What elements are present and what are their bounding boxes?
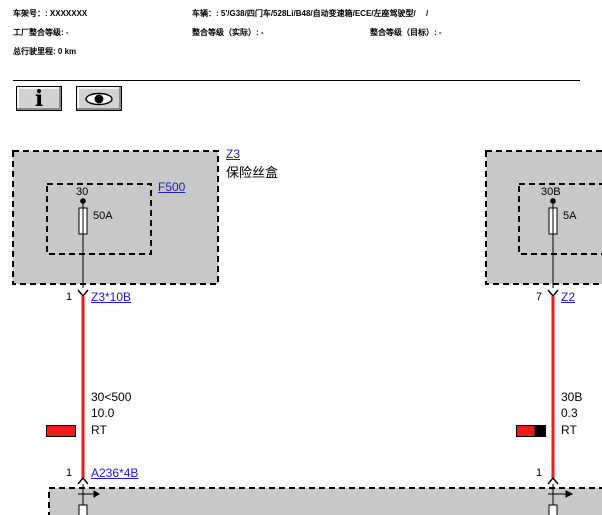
connector-chevron-top-left <box>77 289 89 298</box>
vin-row: 车架号：: XXXXXXX <box>13 8 87 19</box>
mileage-value: 0 km <box>57 47 77 56</box>
module-box-bottom <box>48 487 602 515</box>
module-name-left: 保险丝盒 <box>226 165 279 180</box>
factory-level-value: - <box>65 28 69 37</box>
connector-chevron-bottom-right <box>547 476 559 485</box>
fuse-link-f500[interactable]: F500 <box>158 180 186 194</box>
fuse-rating-left: 50A <box>93 210 113 222</box>
vin-label: 车架号：: <box>13 9 48 18</box>
vehicle-value: 5'/G38/四门车/528Li/B48/自动变速箱/ECE/左座驾驶型/ <box>220 9 416 18</box>
connector-chevron-top-right <box>547 289 559 298</box>
pin-top-left: 1 <box>66 291 73 303</box>
eye-icon <box>85 92 113 105</box>
connector-chevron-bottom-left <box>77 476 89 485</box>
pin-top-right: 7 <box>536 291 543 303</box>
wire-size-left: 10.0 <box>91 406 115 420</box>
view-button[interactable] <box>76 86 122 111</box>
fuse-slot-left: 30 <box>76 186 89 198</box>
wire-length-left: 30<500 <box>91 390 132 404</box>
fuse-box-left <box>46 183 152 255</box>
vin-value: XXXXXXX <box>49 9 88 18</box>
info-button[interactable]: i <box>16 86 62 111</box>
mileage-label: 总行驶里程: <box>13 47 56 56</box>
connector-link-top-left[interactable]: Z3*10B <box>91 290 132 304</box>
fuse-box-right <box>518 183 602 255</box>
target-level-label: 整合等级（目标）: <box>370 28 437 37</box>
wire-color-right: RT <box>561 423 577 437</box>
actual-level-value: - <box>260 28 264 37</box>
wire-size-right: 0.3 <box>561 406 578 420</box>
actual-level-row: 整合等级（实际）: - <box>192 27 264 38</box>
header-divider <box>13 80 580 81</box>
vehicle-row: 车辆：: 5'/G38/四门车/528Li/B48/自动变速箱/ECE/左座驾驶… <box>192 8 428 19</box>
wire-color-left: RT <box>91 423 107 437</box>
wire-length-right: 30B <box>561 390 583 404</box>
factory-level-label: 工厂整合等级: <box>13 28 64 37</box>
mileage-row: 总行驶里程: 0 km <box>13 46 76 57</box>
vehicle-label: 车辆：: <box>192 9 219 18</box>
target-level-row: 整合等级（目标）: - <box>370 27 442 38</box>
pin-bottom-right: 1 <box>536 467 543 479</box>
fuse-slot-right: 30B <box>541 186 561 198</box>
target-level-value: - <box>438 28 442 37</box>
fuse-rating-right: 5A <box>563 210 577 222</box>
actual-level-label: 整合等级（实际）: <box>192 28 259 37</box>
vehicle-separator: / <box>425 9 429 18</box>
wire-color-chip-left <box>46 425 76 437</box>
module-link-z3[interactable]: Z3 <box>226 147 241 161</box>
connector-link-bottom-left[interactable]: A236*4B <box>91 466 139 480</box>
pin-bottom-left: 1 <box>66 467 73 479</box>
connector-link-top-right[interactable]: Z2 <box>561 290 576 304</box>
info-icon: i <box>34 85 44 112</box>
arrow-icon-left <box>78 490 100 498</box>
factory-level-row: 工厂整合等级: - <box>13 27 69 38</box>
arrow-icon-right <box>548 490 574 498</box>
wire-color-chip-right <box>516 425 546 437</box>
